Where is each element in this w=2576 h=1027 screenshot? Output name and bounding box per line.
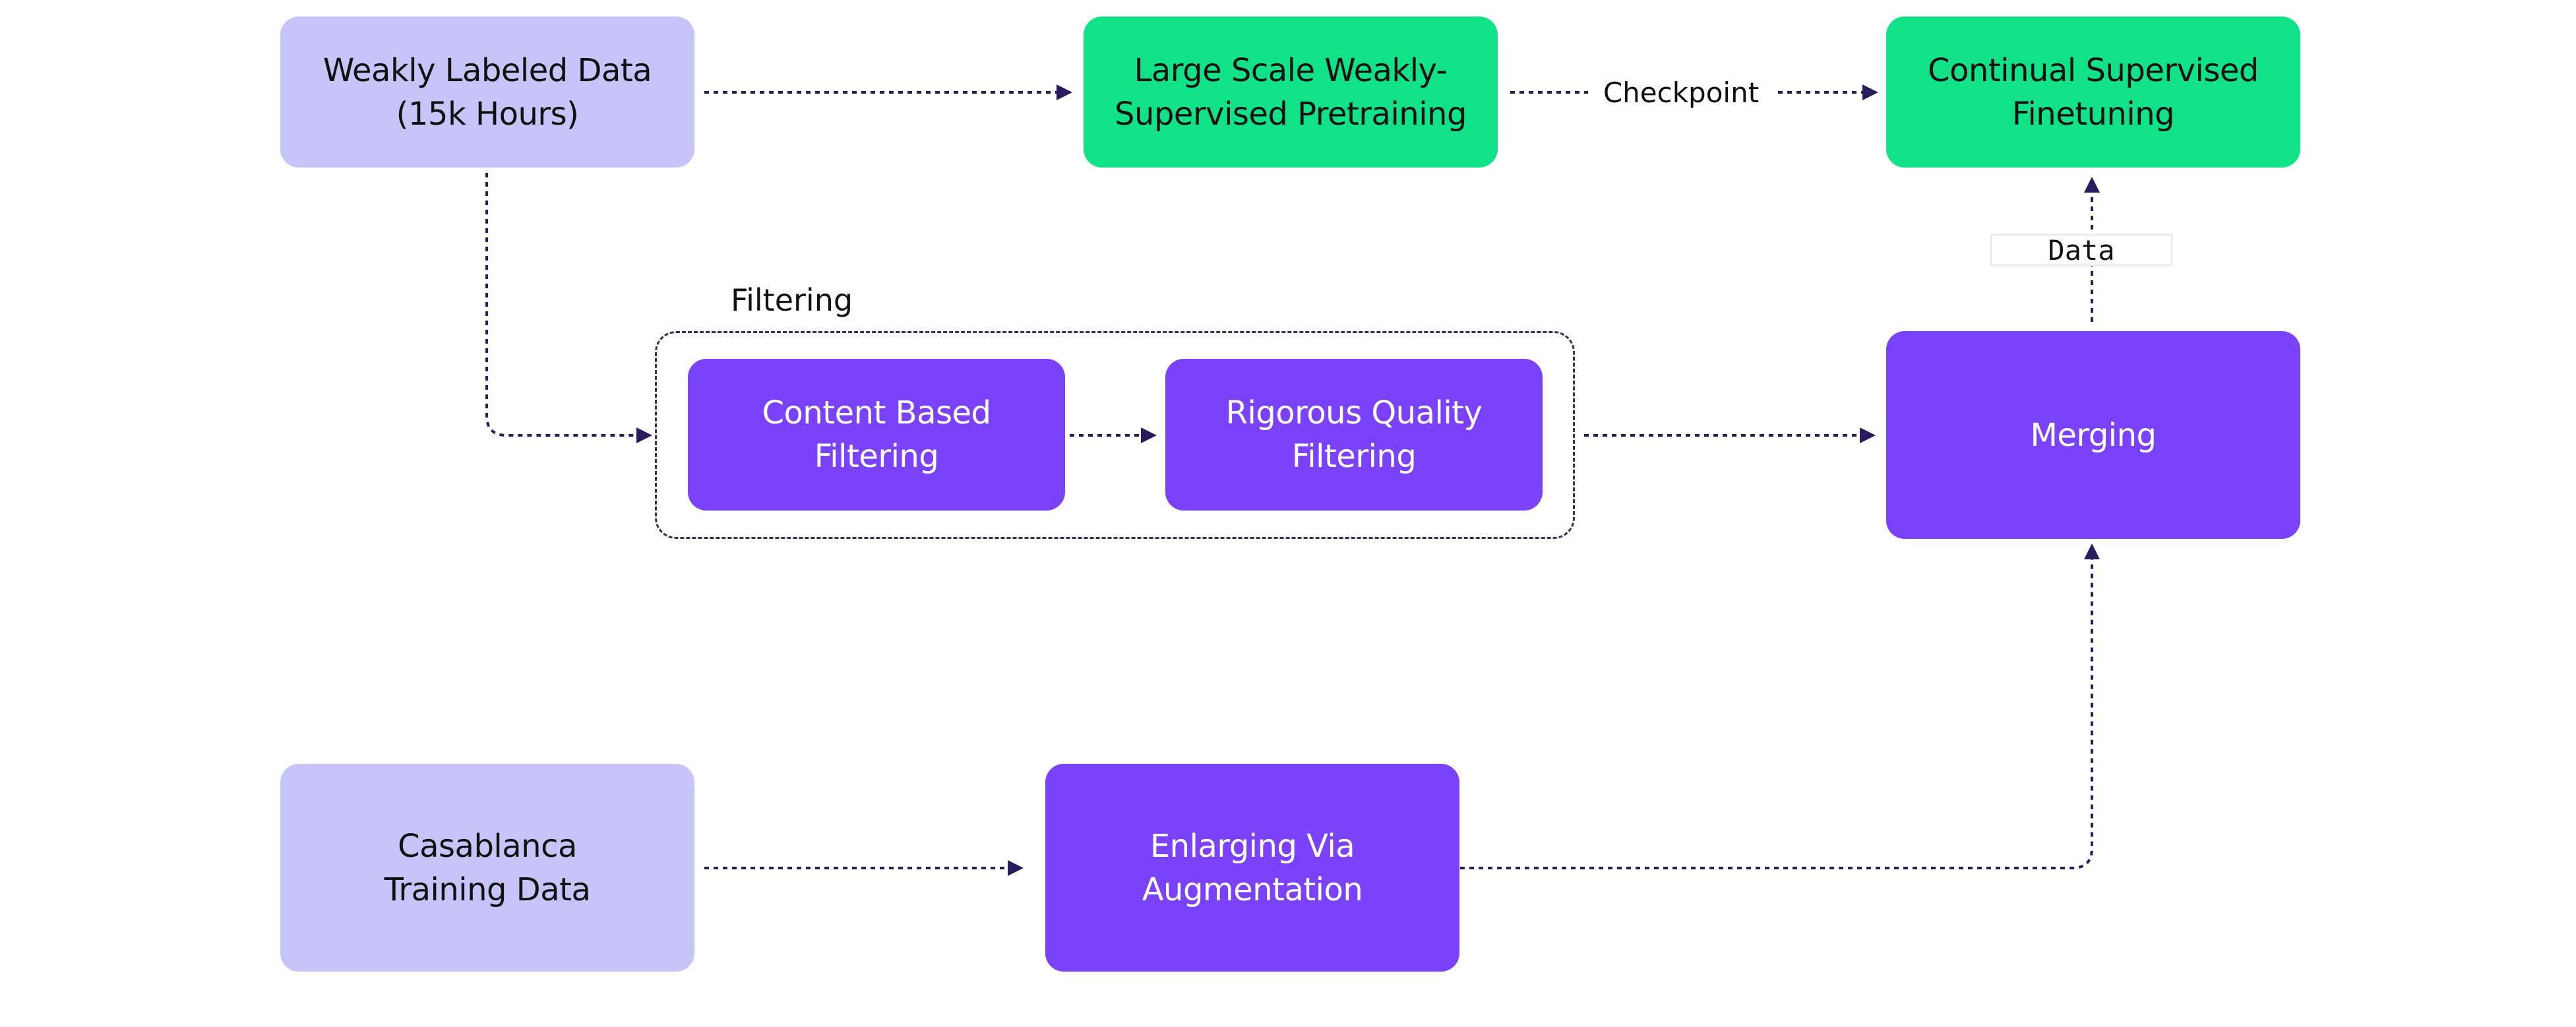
- merging-node[interactable]: Merging: [1886, 331, 2300, 539]
- casablanca-training-data-node[interactable]: Casablanca Training Data: [280, 764, 694, 972]
- pretraining-node[interactable]: Large Scale Weakly- Supervised Pretraini…: [1084, 16, 1498, 168]
- content-filtering-node[interactable]: Content Based Filtering: [688, 359, 1065, 511]
- augmentation-node[interactable]: Enlarging Via Augmentation: [1045, 764, 1459, 972]
- filtering-group: [655, 331, 1575, 539]
- finetuning-node[interactable]: Continual Supervised Finetuning: [1886, 16, 2300, 168]
- data-edge-label: Data: [1990, 234, 2172, 266]
- filtering-group-label: Filtering: [731, 282, 853, 318]
- weakly-labeled-data-node[interactable]: Weakly Labeled Data (15k Hours): [280, 16, 694, 168]
- quality-filtering-node[interactable]: Rigorous Quality Filtering: [1165, 359, 1543, 511]
- edge-augmentation-to-merging: [1460, 544, 2100, 869]
- checkpoint-edge-label: Checkpoint: [1588, 73, 1774, 112]
- edge-weakly-to-filtering: [485, 173, 652, 443]
